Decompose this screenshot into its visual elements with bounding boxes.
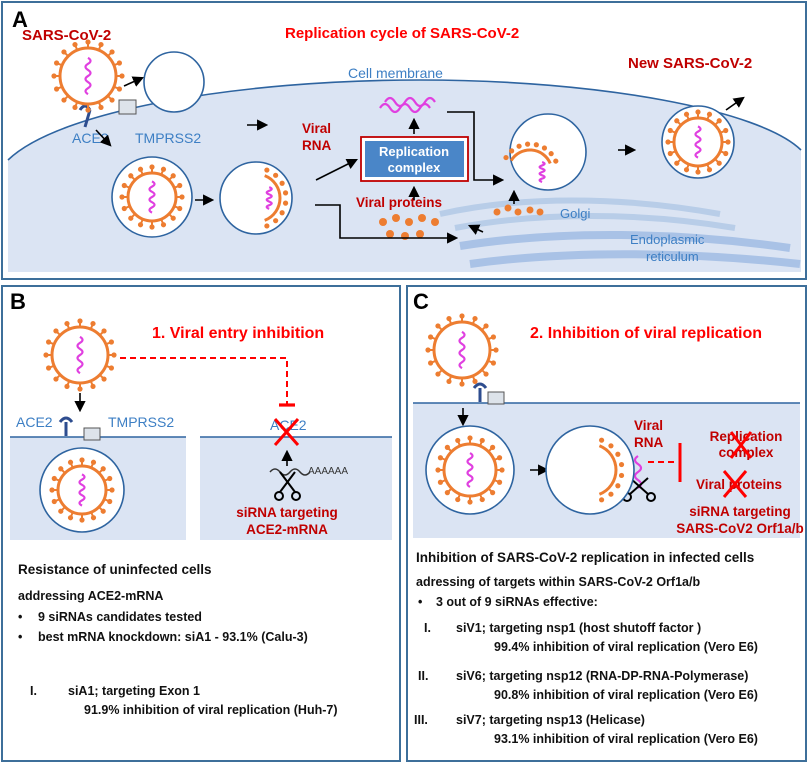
tmprss2-receptor-c (487, 391, 505, 405)
x-mark-b (273, 418, 300, 446)
panel-c-subheading: adressing of targets within SARS-CoV-2 O… (416, 575, 700, 589)
virus-a-new (665, 109, 731, 175)
fusion-vesicle-a (143, 51, 205, 113)
panel-b-items: I. siA1; targeting Exon 1 91.9% inhibiti… (30, 684, 338, 717)
virus-a-incoming (51, 39, 125, 113)
panel-c-item-numeral: II. (418, 669, 428, 683)
rna-c (633, 455, 643, 489)
panel-c-item-line1: siV1; targeting nsp1 (host shutoff facto… (456, 621, 701, 635)
viral-rna-label-c-line2: RNA (634, 435, 663, 450)
tmprss2-receptor-a (118, 99, 137, 115)
replication-label-a-line1: Replication (379, 144, 449, 159)
panel-b-letter: B (10, 289, 26, 314)
panel-c-item-numeral: I. (424, 621, 431, 635)
er-label-line1: Endoplasmic (630, 232, 705, 247)
virus-layer (39, 39, 735, 533)
panel-c-item-line2: 93.1% inhibition of viral replication (V… (494, 732, 758, 746)
virus-a-assembly (503, 141, 559, 183)
virus-a-uncoating (264, 167, 289, 229)
sirna-label-b-line2: ACE2-mRNA (246, 522, 328, 537)
er-label-line2: reticulum (646, 249, 699, 264)
viral-rna-label-a-line2: RNA (302, 138, 331, 153)
panel-c-item-line1: siV7; targeting nsp13 (Helicase) (456, 713, 645, 727)
panel-c-bullet: 3 out of 9 siRNAs effective: (436, 595, 598, 609)
arrow-a-2 (95, 129, 112, 147)
panel-c-frame (406, 285, 807, 762)
replication-label-a-line2: complex (388, 160, 442, 175)
panel-b-bullet: best mRNA knockdown: siA1 - 93.1% (Calu-… (38, 630, 308, 644)
panel-c-item-numeral: III. (414, 713, 428, 727)
ace2-label-b: ACE2 (16, 414, 53, 430)
poly-a-label: AAAAAA (308, 466, 348, 477)
panel-c-item-line1: siV6; targeting nsp12 (RNA-DP-RNA-Polyme… (456, 669, 748, 683)
tmprss2-receptor-b (83, 427, 101, 441)
cell-body-b-right (200, 437, 392, 540)
panel-a-letter: A (12, 7, 28, 32)
cell-membrane-label: Cell membrane (348, 65, 443, 81)
viral-rna-label-a-line1: Viral (302, 121, 331, 136)
viral-proteins-label-c: Viral proteins (696, 477, 782, 492)
panel-b-heading: Resistance of uninfected cells (18, 562, 212, 577)
viral-protein-dots-a (379, 204, 544, 240)
panel-b-title: 1. Viral entry inhibition (152, 325, 324, 342)
ace2-receptor-b (58, 416, 74, 436)
x-mark-c-proteins (722, 470, 748, 498)
uncoating-vesicle-c (545, 425, 635, 515)
panel-b: B 1. Viral entry inhibition ACE2 TMPRSS2… (1, 285, 401, 762)
new-virus-label: New SARS-CoV-2 (628, 55, 752, 72)
sirna-label-c-line1: siRNA targeting (689, 504, 791, 519)
tmprss2-label-a: TMPRSS2 (135, 130, 201, 146)
virus-c-incoming (425, 313, 499, 387)
rna-a-floating-2 (384, 96, 436, 108)
panel-b-item-line2: 91.9% inhibition of viral replication (H… (84, 703, 338, 717)
arrow-a-9 (447, 111, 505, 186)
sirna-label-b-line1: siRNA targeting (236, 505, 338, 520)
panel-c-item-line2: 90.8% inhibition of viral replication (V… (494, 688, 758, 702)
arrow-a-11 (467, 224, 484, 235)
bullet-dot: • (18, 630, 22, 644)
virus-b-endosome (49, 457, 115, 523)
panel-c-title: 2. Inhibition of viral replication (530, 325, 762, 342)
panel-b-bullets: • 9 siRNAs candidates tested • best mRNA… (18, 610, 308, 644)
viral-proteins-label-a: Viral proteins (356, 195, 442, 210)
panel-a-title: Replication cycle of SARS-CoV-2 (285, 25, 519, 42)
panel-c-items: I. siV1; targeting nsp1 (host shutoff fa… (414, 621, 758, 746)
viral-rna-label-c-line1: Viral (634, 418, 663, 433)
panel-b-bullet: 9 siRNAs candidates tested (38, 610, 202, 624)
golgi-er-shapes (439, 197, 801, 268)
mrna-b (269, 468, 311, 476)
replication-complex-box: Replication complex (360, 136, 469, 182)
virus-a-endosome (119, 164, 185, 230)
panel-c-bullets: • 3 out of 9 siRNAs effective: (418, 595, 598, 609)
panel-a-frame (1, 1, 807, 280)
x-mark-c-replication (729, 431, 753, 459)
panel-a: A Replication cycle of SARS-CoV-2 SARS-C… (1, 1, 807, 280)
panel-c-heading: Inhibition of SARS-CoV-2 replication in … (416, 550, 754, 565)
virus-c-endosome (435, 435, 505, 505)
ace2-receptor-c (472, 382, 488, 402)
virus-label: SARS-CoV-2 (22, 27, 111, 44)
virus-b-incoming (43, 318, 117, 392)
sirna-label-c-line2: SARS-CoV2 Orf1a/b (676, 521, 804, 536)
bullet-dot: • (418, 595, 422, 609)
panel-b-item-line1: siA1; targeting Exon 1 (68, 684, 200, 698)
cell-membrane-a (7, 79, 802, 161)
panel-b-subheading: addressing ACE2-mRNA (18, 589, 163, 603)
golgi-label: Golgi (560, 206, 590, 221)
scissors-icon-b (274, 471, 301, 501)
panel-b-frame (1, 285, 401, 762)
inhibition-line-b (120, 357, 295, 407)
arrow-a-13 (725, 96, 745, 111)
virus-c-uncoating (598, 437, 625, 503)
panel-c-item-line2: 99.4% inhibition of viral replication (V… (494, 640, 758, 654)
panel-c-letter: C (413, 289, 429, 314)
arrow-a-5 (315, 158, 359, 181)
panel-b-item-numeral: I. (30, 684, 37, 698)
arrow-a-1 (123, 76, 145, 87)
tmprss2-label-b: TMPRSS2 (108, 414, 174, 430)
bullet-dot: • (18, 610, 22, 624)
arrow-a-6 (315, 204, 459, 244)
